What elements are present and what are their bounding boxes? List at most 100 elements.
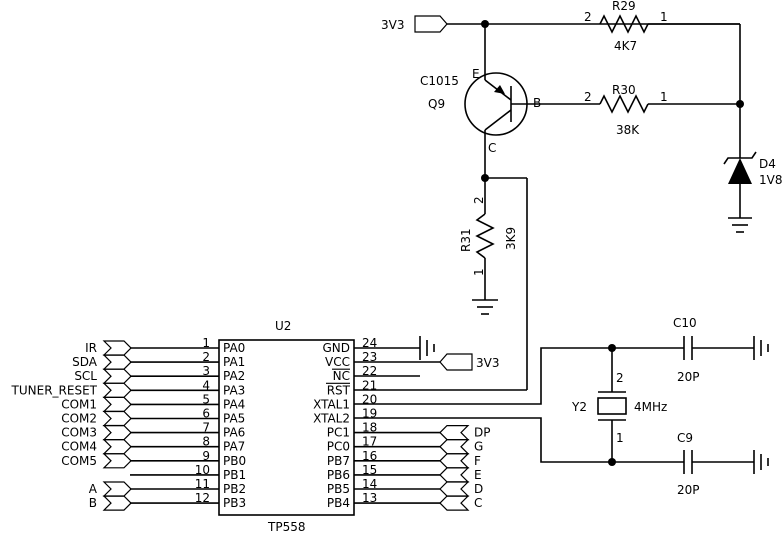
pin-name: XTAL1	[313, 397, 350, 411]
net-port-arrow	[102, 382, 132, 398]
transistor-q9: C1015 Q9 E B C	[420, 67, 600, 155]
y2-pin-1: 1	[616, 431, 624, 445]
net-label: G	[474, 440, 483, 454]
net-port-arrow	[439, 481, 470, 497]
ic-right-pin-row: XTAL1 20	[313, 392, 377, 411]
pin-number: 14	[362, 477, 377, 491]
net-label-3v3-u2: 3V3	[476, 356, 499, 370]
ic-left-pin-row: SCL 3 PA2	[74, 364, 245, 384]
pin-name: PA0	[223, 341, 245, 355]
q9-pin-c: C	[488, 141, 496, 155]
net-label: COM4	[61, 440, 97, 454]
pin-name: PA2	[223, 369, 245, 383]
y2-pin-2: 2	[616, 371, 624, 385]
net-label: COM3	[61, 426, 97, 440]
pin-number: 15	[362, 463, 377, 477]
ground-u2	[354, 336, 435, 360]
net-port-arrow	[439, 425, 470, 441]
pin-name: NC	[333, 369, 350, 383]
net-port-3v3-top: 3V3	[381, 15, 448, 33]
pin-name: PB0	[223, 454, 246, 468]
q9-ref: Q9	[428, 97, 445, 111]
net-port-arrow	[102, 481, 132, 497]
c9-ref: C9	[677, 431, 693, 445]
net-label-3v3-top: 3V3	[381, 18, 404, 32]
net-label: SDA	[72, 355, 98, 369]
net-port-arrow	[102, 439, 132, 455]
pin-number: 10	[195, 463, 210, 477]
ic-right-pin-row: PB5 14 D	[327, 477, 483, 497]
wire-xtal1	[354, 347, 612, 405]
net-label: COM5	[61, 454, 97, 468]
pin-name: PA6	[223, 426, 245, 440]
pin-number: 3	[202, 364, 210, 378]
net-label: DP	[474, 426, 490, 440]
pin-number: 11	[195, 477, 210, 491]
r31-value: 3K9	[504, 227, 518, 250]
y2-value: 4MHz	[634, 400, 667, 414]
net-port-arrow	[439, 495, 470, 511]
net-port-3v3-u2: 3V3	[354, 353, 499, 371]
pin-number: 8	[202, 435, 210, 449]
pin-number: 13	[362, 491, 377, 505]
ic-right-pin-row: VCC 23	[325, 350, 377, 369]
net-label: SCL	[74, 369, 97, 383]
net-port-arrow	[102, 354, 132, 370]
pin-number: 24	[362, 336, 377, 350]
r29-pin-1: 1	[660, 10, 668, 24]
pin-number: 4	[202, 378, 210, 392]
net-port-arrow	[102, 396, 132, 412]
pin-name: PC1	[327, 426, 350, 440]
pin-name: PB6	[327, 468, 350, 482]
pin-number: 17	[362, 435, 377, 449]
pin-name: PB2	[223, 482, 246, 496]
pin-name: PA3	[223, 383, 245, 397]
c10-ref: C10	[673, 316, 697, 330]
net-label: COM1	[61, 397, 97, 411]
ic-left-pin-row: TUNER_RESET 4 PA3	[11, 378, 245, 398]
net-port-arrow	[102, 410, 132, 427]
net-port-arrow	[102, 425, 132, 441]
zener-d4: D4 1V8	[723, 151, 782, 233]
pin-number: 23	[362, 350, 377, 364]
pin-name: VCC	[325, 355, 350, 369]
junction-r30	[736, 100, 744, 108]
net-label: F	[474, 454, 481, 468]
pin-number: 19	[362, 407, 377, 421]
net-label: TUNER_RESET	[11, 383, 98, 397]
r29-pin-2: 2	[584, 10, 592, 24]
net-port-arrow	[439, 467, 470, 483]
c9-value: 20P	[677, 483, 700, 497]
capacitor-c10: C10 20P	[612, 316, 769, 384]
pin-name: PB5	[327, 482, 350, 496]
r30-pin-1: 1	[660, 90, 668, 104]
net-label: B	[89, 496, 97, 510]
net-port-arrow	[102, 453, 132, 469]
pin-number: 20	[362, 392, 377, 406]
r30-pin-2: 2	[584, 90, 592, 104]
pin-number: 2	[202, 350, 210, 364]
capacitor-c9: C9 20P	[612, 431, 769, 497]
net-label: D	[474, 482, 483, 496]
resistor-r30: R30 38K 2 1	[584, 83, 740, 137]
resistor-r31: R31 3K9 2 1	[459, 178, 518, 315]
pin-number: 12	[195, 491, 210, 505]
crystal-y2: Y2 4MHz 2 1	[571, 344, 667, 466]
r31-pin-1: 1	[472, 268, 486, 276]
q9-part: C1015	[420, 74, 459, 88]
u2-part: TP558	[267, 520, 305, 534]
resistor-r29: R29 4K7 2 1	[584, 0, 668, 53]
